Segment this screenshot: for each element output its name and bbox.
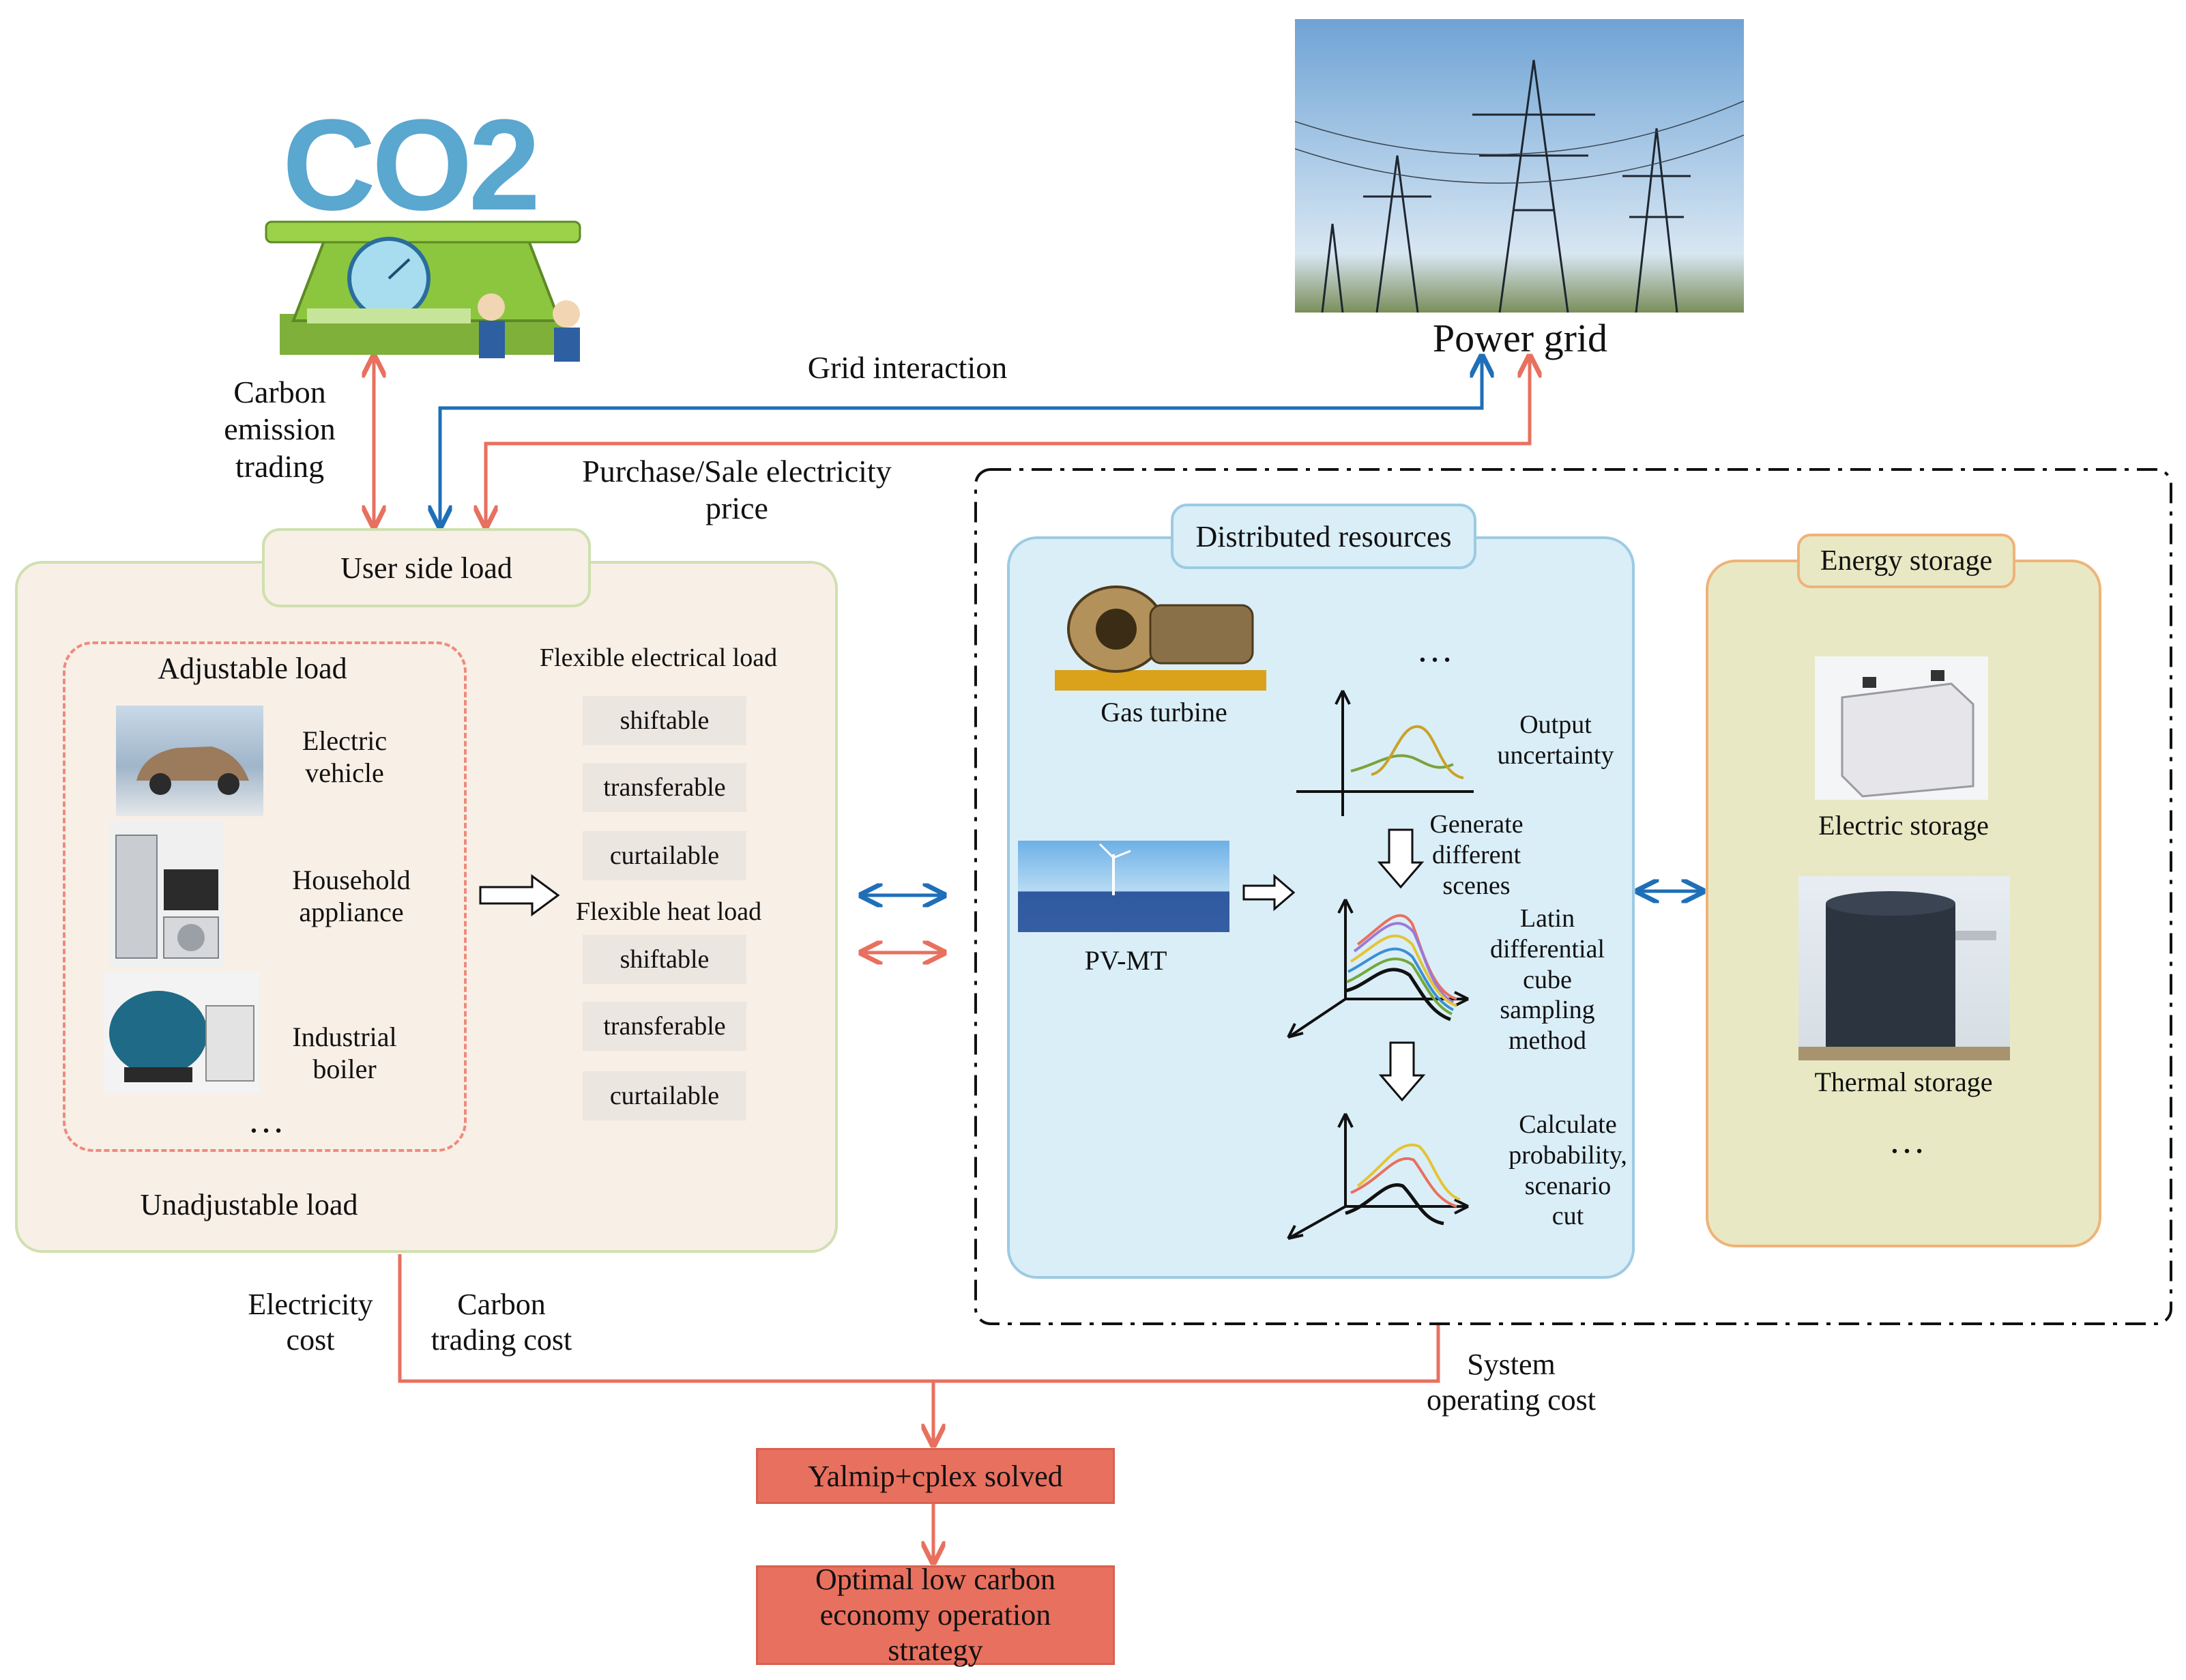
generate-scenes-label: Generate different scenes [1429,810,1524,900]
pv-mt-image [1018,841,1229,932]
tank-drawing [1798,891,2010,1060]
battery-drawing [1841,670,1974,798]
flex-heat-shiftable: shiftable [583,935,746,984]
carbon-trading-label: Carbon emission trading [224,375,336,484]
pv-mt-label: PV-MT [1084,945,1167,976]
boiler-drawing [109,991,254,1082]
user-side-title: User side load [262,528,591,607]
industrial-boiler-label: Industrial boiler [292,1022,397,1085]
electric-storage-label: Electric storage [1818,810,1989,841]
flex-heat-curtailable-text: curtailable [609,1082,720,1110]
thermal-storage-image [1798,876,2010,1060]
flex-elec-transferable: transferable [583,763,746,812]
co2-text: CO2 [282,93,541,237]
output-uncertainty-label: Output uncertainty [1497,710,1614,770]
flex-elec-curtailable: curtailable [583,831,746,880]
to-flexible-arrow-icon [479,874,560,916]
flex-elec-transferable-text: transferable [603,773,726,802]
flexible-electrical-title: Flexible electrical load [539,643,778,672]
gas-turbine-image [1055,568,1266,692]
flex-elec-shiftable: shiftable [583,696,746,745]
pv-drawing [1098,843,1131,895]
flex-heat-transferable: transferable [583,1002,746,1051]
turbine-drawing [1055,585,1266,691]
calculate-probability-label: Calculate probability, scenario cut [1509,1110,1627,1231]
scenario-cut-plot [1287,1113,1469,1240]
thermal-storage-label: Thermal storage [1814,1067,1993,1097]
flexible-heat-title: Flexible heat load [575,897,762,926]
industrial-boiler-image [104,972,259,1093]
cost-line [398,1254,1440,1383]
latin-sampling-plot [1287,899,1469,1039]
car-drawing [136,747,249,795]
solver-box: Yalmip+cplex solved [756,1448,1115,1504]
strategy-text: Optimal low carbon economy operation str… [815,1563,1055,1667]
flex-elec-shiftable-text: shiftable [620,706,710,735]
electric-vehicle-label: Electric vehicle [302,725,388,789]
resource-frame [974,468,2172,1325]
adjustable-load-label: Adjustable load [158,652,347,685]
dist-ellipsis: … [1416,628,1453,669]
energy-storage-title: Energy storage [1797,534,2015,588]
distributed-resources-title: Distributed resources [1171,504,1476,569]
down-arrow-1-icon [1377,828,1425,889]
electric-storage-image [1815,656,1988,800]
flex-elec-curtailable-text: curtailable [609,841,720,870]
strategy-box: Optimal low carbon economy operation str… [756,1563,1115,1667]
user-side-title-text: User side load [340,551,512,585]
adjustable-ellipsis: … [248,1099,285,1140]
carbon-trading-cost-label: Carbon trading cost [431,1288,572,1357]
purchase-price-label: Purchase/Sale electricity price [582,454,892,526]
gas-turbine-label: Gas turbine [1101,697,1227,727]
appliance-drawing [115,835,219,959]
power-grid-photo [1295,19,1744,313]
electricity-cost-label: Electricity cost [248,1288,373,1357]
co2-scale-illustration: CO2 [225,93,648,368]
flex-heat-shiftable-text: shiftable [620,945,710,974]
flex-heat-transferable-text: transferable [603,1012,726,1041]
co2-scale-drawing [265,220,581,362]
pylon-drawing [1295,59,1744,313]
down-arrow-2-icon [1378,1041,1426,1102]
adjustable-load-group [63,641,467,1152]
system-operating-cost-label: System operating cost [1426,1348,1597,1417]
grid-interaction-label: Grid interaction [807,350,1008,385]
purchase-price-line [486,356,1530,527]
flex-heat-curtailable: curtailable [583,1071,746,1120]
pv-to-scenes-arrow-icon [1242,873,1296,912]
energy-storage-title-text: Energy storage [1820,545,1993,577]
household-appliance-image [109,822,224,968]
storage-ellipsis: … [1889,1120,1925,1161]
power-grid-label: Power grid [1432,316,1608,360]
electric-vehicle-image [116,706,263,816]
solver-text: Yalmip+cplex solved [808,1459,1063,1493]
household-appliance-label: Household appliance [292,865,411,928]
distributed-resources-title-text: Distributed resources [1195,519,1452,553]
output-uncertainty-plot [1296,690,1474,816]
unadjustable-load-label: Unadjustable load [140,1188,358,1221]
latin-sampling-label: Latin differential cube sampling method [1489,904,1605,1056]
